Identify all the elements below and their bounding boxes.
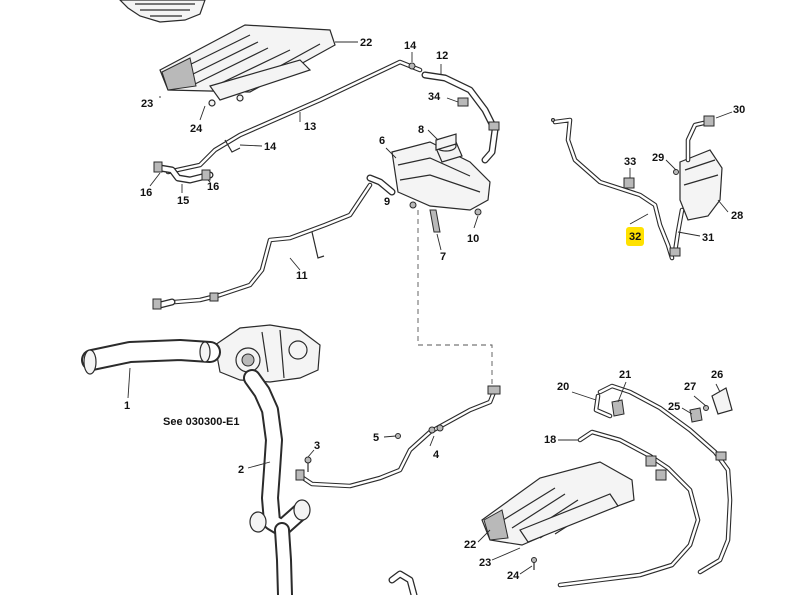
callout-6: 6: [379, 135, 386, 147]
hose-1: [81, 339, 221, 375]
callout-20: 20: [557, 381, 570, 393]
callout-1: 1: [124, 400, 131, 412]
callout-23-bottom: 23: [479, 557, 492, 569]
callout-5: 5: [373, 432, 380, 444]
heat-shield-top: [159, 24, 336, 107]
callout-11: 11: [296, 270, 308, 282]
callout-18: 18: [544, 434, 557, 446]
callout-26: 26: [711, 369, 724, 381]
bolt-24-bottom: [531, 557, 537, 570]
callout-10: 10: [467, 233, 480, 245]
callout-25: 25: [668, 401, 681, 413]
callout-21: 21: [619, 369, 632, 381]
callout-12: 12: [436, 50, 449, 62]
callout-34: 34: [428, 91, 441, 103]
callout-8: 8: [418, 124, 425, 136]
pipe-15: [153, 161, 214, 184]
callout-24-bottom: 24: [507, 570, 520, 582]
callout-28: 28: [731, 210, 744, 222]
pipe-11: [172, 182, 373, 305]
callout-15: 15: [177, 195, 190, 207]
hose-9: [366, 174, 396, 196]
hose-4: [295, 385, 501, 489]
callout-2: 2: [238, 464, 245, 476]
reservoir-28: [669, 115, 723, 257]
engine-component-partial: [119, 0, 206, 23]
turbo-housing: [214, 324, 321, 383]
reference-note: See 030300-E1: [163, 416, 240, 428]
bolt-5: [395, 433, 401, 439]
callout-22-bottom: 22: [464, 539, 477, 551]
bolt-27: [703, 405, 709, 411]
callout-27: 27: [684, 381, 697, 393]
pipe-18: [557, 429, 701, 588]
callout-32-highlighted: 32: [626, 227, 645, 246]
clip-14-top: [408, 62, 416, 70]
callout-29: 29: [652, 152, 665, 164]
callout-31: 31: [702, 232, 715, 244]
callout-16-left: 16: [140, 187, 153, 199]
callout-9: 9: [384, 196, 391, 208]
callout-16-right: 16: [207, 181, 220, 193]
hose-32: [551, 117, 675, 261]
clip-25: [689, 407, 703, 423]
callout-22-top: 22: [360, 37, 373, 49]
bolt-3: [304, 456, 312, 472]
callout-30: 30: [733, 104, 746, 116]
callout-13: 13: [304, 121, 317, 133]
pipe-13: [165, 59, 423, 175]
callout-4: 4: [433, 449, 440, 461]
callout-7: 7: [440, 251, 447, 263]
hose-11-end: [152, 298, 176, 310]
callout-14-top: 14: [404, 40, 417, 52]
expansion-tank: [391, 133, 491, 233]
callout-33: 33: [624, 156, 637, 168]
callout-23-top: 23: [141, 98, 154, 110]
hose-12: [421, 71, 500, 164]
clip-21: [611, 399, 625, 417]
bracket-26: [711, 387, 733, 415]
hose-bottom-partial: [388, 570, 418, 595]
callout-24-top: 24: [190, 123, 203, 135]
pipe-20: [593, 383, 733, 575]
clip-33: [623, 177, 635, 189]
heat-shield-bottom: [481, 461, 635, 546]
callout-3: 3: [314, 440, 321, 452]
hose-2: [243, 369, 311, 595]
callout-14-mid: 14: [264, 141, 277, 153]
